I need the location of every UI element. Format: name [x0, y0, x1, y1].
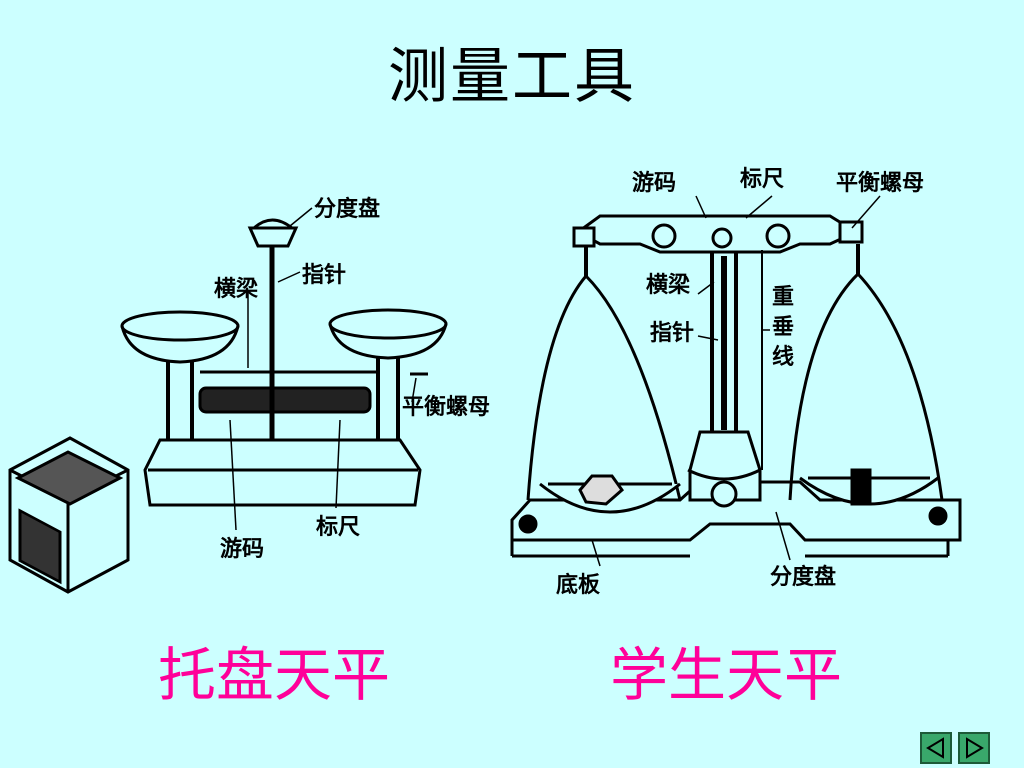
- label-rider-left: 游码: [220, 536, 264, 562]
- balance-diagram: 分度盘 指针 横梁 平衡螺母 游码 标尺 游码 标尺 平衡螺母 横梁 指针 重 …: [8, 166, 962, 598]
- label-rider-right: 游码: [632, 170, 676, 196]
- student-balance: [510, 195, 962, 567]
- label-dial-left: 分度盘: [314, 196, 380, 222]
- plumb-char-2: 垂: [772, 315, 794, 340]
- label-balance-nut-right: 平衡螺母: [836, 170, 924, 196]
- plumb-char-3: 线: [772, 344, 794, 370]
- caption-student-balance: 学生天平: [610, 641, 843, 709]
- previous-slide-button[interactable]: [920, 732, 952, 764]
- label-scale-left: 标尺: [316, 514, 360, 540]
- label-beam-left: 横梁: [214, 277, 258, 302]
- weight-box: [8, 436, 130, 594]
- label-dial-right: 分度盘: [770, 564, 836, 590]
- caption-tray-balance: 托盘天平: [158, 641, 391, 709]
- plumb-char-1: 重: [772, 285, 794, 310]
- label-scale-right: 标尺: [740, 166, 784, 192]
- next-slide-button[interactable]: [958, 732, 990, 764]
- triangle-left-icon: [926, 737, 944, 759]
- label-balance-nut-left: 平衡螺母: [402, 394, 490, 420]
- triangle-right-icon: [966, 737, 984, 759]
- label-base-right: 底板: [556, 572, 601, 598]
- label-pointer-left: 指针: [302, 262, 346, 288]
- label-plumb-line-right: 重 垂 线: [772, 285, 794, 370]
- page-title: 测量工具: [388, 42, 636, 112]
- tray-balance: [120, 207, 448, 531]
- label-beam-right: 横梁: [646, 273, 690, 298]
- label-pointer-right: 指针: [650, 320, 694, 346]
